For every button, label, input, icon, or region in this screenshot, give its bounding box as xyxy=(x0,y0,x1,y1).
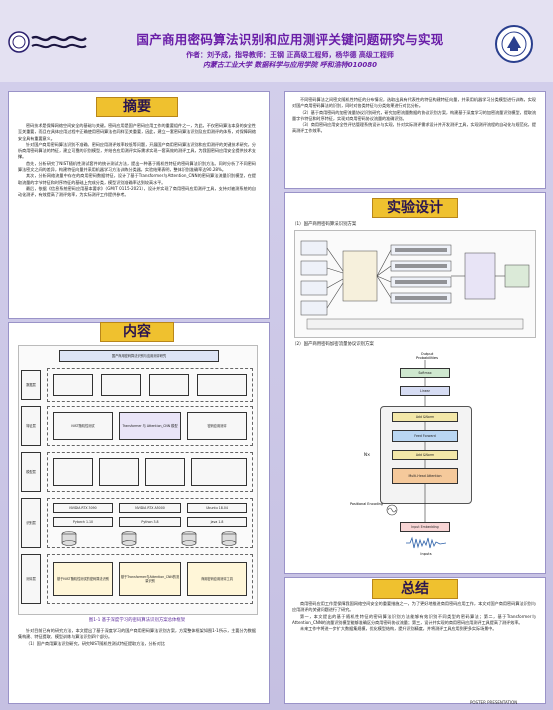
content-text: 针对目前已有的研究方法，本文提出了基于深度学习的国产商用密码算法识别方案，方案整… xyxy=(18,628,256,647)
diagram-dataset-box xyxy=(101,374,141,396)
diagram-env-box: NVIDIA RTX A5000 xyxy=(119,503,181,513)
diagram-eval-group xyxy=(47,554,253,604)
summary-paragraph: 商用密码应用工作是保障我国网络空间安全的重要措施之一，为了更好地推进商用密码应用… xyxy=(292,601,536,613)
nx-label: N× xyxy=(364,452,371,457)
diagram-row-label: 数据层 xyxy=(21,370,41,400)
diagram-result-box: 基于Transformer与Attention_CNN的流量识别 xyxy=(119,562,181,596)
diagram-model-group xyxy=(47,452,253,492)
experiment-title: 实验设计 xyxy=(372,198,458,218)
figure-caption: 图1-1 基于深度学习的密码算法识别方案总体框架 xyxy=(88,618,186,623)
diagram-env-box: Pytorch 1.10 xyxy=(53,517,113,527)
transformer-arrows xyxy=(424,360,426,522)
diagram-feature-box: NIST随机性测试 xyxy=(53,412,113,440)
abstract-paragraph: 针对国产商用密码算法识别不准确、密码应用测评效率较低等问题，开展国产商用密码算法… xyxy=(18,141,256,160)
content-title: 内容 xyxy=(100,322,174,342)
poster-footer: POSTER PRESENTATION xyxy=(470,700,518,705)
diagram-row-label: 识别层 xyxy=(21,498,41,548)
diagram-dataset-box xyxy=(197,374,247,396)
diagram-row-label: 特征层 xyxy=(21,406,41,446)
abstract-paragraph: 首先，分析研究了NIST随机性测试套件的统计测试方法，提出一种基于随机性特征的密… xyxy=(18,160,256,173)
poster-authors: 作者：刘予成，指导教师：王钢 正高级工程师，杨华德 高级工程师 xyxy=(186,51,394,59)
diagram-env-box: Python 3.8 xyxy=(119,517,181,527)
diagram-eval-box: 密码应用测评 xyxy=(187,412,247,440)
diagram-feature-group xyxy=(47,406,253,446)
inputs-label: Inputs xyxy=(420,552,432,556)
experiment-subtitle-2: （2）国产商用密码加密流量协议识别方案 xyxy=(292,342,374,347)
add-norm-box: Add &Norm xyxy=(392,412,458,422)
continued-panel xyxy=(284,91,546,189)
diagram-result-box: 商用密码应用测评工具 xyxy=(187,562,247,596)
multi-head-attention-box: Multi-Head Attention xyxy=(392,468,458,484)
diagram-row-label: 测评层 xyxy=(21,554,41,604)
summary-text: 商用密码应用工作是保障我国网络空间安全的重要措施之一，为了更好地推进商用密码应用… xyxy=(292,601,536,632)
summary-paragraph: 未来工作中将进一步扩大数据集规模，优化模型结构，提升识别精度，并将测评工具应用到… xyxy=(300,626,497,632)
transformer-diagram: Output Probabilities Softmax Linear Add … xyxy=(350,352,500,570)
content-paragraph: （1）国产商用算法识别研究，研究NIST随机性测试特征提取方法，分析对比 xyxy=(26,640,165,646)
abstract-paragraph: 密码技术是保障网络空间安全的基础与关键。密码应用是国产密码应用工作的重要组件之一… xyxy=(18,123,256,141)
abstract-text: 密码技术是保障网络空间安全的基础与关键。密码应用是国产密码应用工作的重要组件之一… xyxy=(18,123,256,199)
framework-diagram: 国产商用密码算法识别与应用测评研究 数据层 特征层 模型层 识别层 测评层 NI… xyxy=(18,345,258,615)
input-waveform-icon xyxy=(406,536,446,549)
abstract-paragraph: 其次，分析网络流量中存在的商用密码数据特征，设计了基于Transformer与A… xyxy=(18,173,256,185)
positional-encoding-icon xyxy=(386,504,398,516)
diagram-env-box: Ubuntu 18.04 xyxy=(187,503,247,513)
diagram-top-box: 国产商用密码算法识别与应用测评研究 xyxy=(59,350,219,362)
summary-title: 总结 xyxy=(372,579,458,599)
feed-forward-box: Feed Forward xyxy=(392,430,458,442)
university-logo xyxy=(8,30,88,54)
diagram-dataset-box xyxy=(149,374,189,396)
diagram-model-box: Transformer 与 Attention_CNN 模型 xyxy=(119,412,181,440)
softmax-box: Softmax xyxy=(400,368,450,378)
diagram-env-box: Java 1.8 xyxy=(187,517,247,527)
poster-affiliation: 内蒙古工业大学 数据科学与应用学院 呼和浩特010080 xyxy=(202,61,378,69)
diagram-data-group xyxy=(47,368,253,402)
content-paragraph: 针对目前已有的研究方法，本文提出了基于深度学习的国产商用密码算法识别方案，方案整… xyxy=(18,628,256,640)
diagram-row-label: 模型层 xyxy=(21,452,41,492)
abstract-paragraph: 最后，依据《信息系统密码应用基本要求》（GM/T 0115-2021），设计并实… xyxy=(18,185,256,198)
diagram-dataset-box xyxy=(53,374,93,396)
poster-header: 国产商用密码算法识别和应用测评关键问题研究与实现 作者：刘予成，指导教师：王钢 … xyxy=(0,0,553,82)
diagram-model-step xyxy=(53,458,93,486)
diagram-result-box: 基于NIST随机性测试的密码算法识别 xyxy=(53,562,113,596)
summary-paragraph: 第一，本文提出的基于随机性特征的密码算法识别方法能够有效识别不同类型的密码算法；… xyxy=(292,613,536,625)
continued-text: 不同密码算法之间密文随机性特征的分布情况，选取出具有代表性的特征构建特征向量，并… xyxy=(292,97,536,135)
abstract-title: 摘要 xyxy=(96,97,178,117)
linear-box: Linear xyxy=(400,386,450,396)
positional-encoding-label: Positional Encoding xyxy=(350,502,383,506)
experiment-subtitle-1: （1）国产商用密码算法识别方案 xyxy=(292,222,357,227)
database-icons xyxy=(61,531,237,546)
abstract-panel xyxy=(8,91,270,319)
poster-title: 国产商用密码算法识别和应用测评关键问题研究与实现 xyxy=(136,32,444,47)
continued-paragraph: （3）商用密码应用安全性评估管理系统设计与实现，针对实际测评需求设计并开发测评工… xyxy=(292,122,536,134)
diagram-model-step xyxy=(191,458,247,486)
recognition-scheme-diagram xyxy=(294,230,536,338)
input-embedding-box: Input Embedding xyxy=(400,522,450,532)
diagram-model-step xyxy=(99,458,139,486)
diagram-model-step xyxy=(145,458,185,486)
university-seal-icon xyxy=(494,24,534,64)
add-norm-box: Add &Norm xyxy=(392,450,458,460)
continued-paragraph: 不同密码算法之间密文随机性特征的分布情况，选取出具有代表性的特征构建特征向量，并… xyxy=(292,97,536,109)
diagram-env-group xyxy=(47,498,253,548)
transformer-output-label: Output Probabilities xyxy=(416,352,438,360)
diagram-env-box: NVIDIA RTX 3090 xyxy=(53,503,113,513)
continued-paragraph: （2）基于商用密码的加密流量协议识别研究，研究加密流量数据的协议识别方案，构建基… xyxy=(292,109,536,121)
